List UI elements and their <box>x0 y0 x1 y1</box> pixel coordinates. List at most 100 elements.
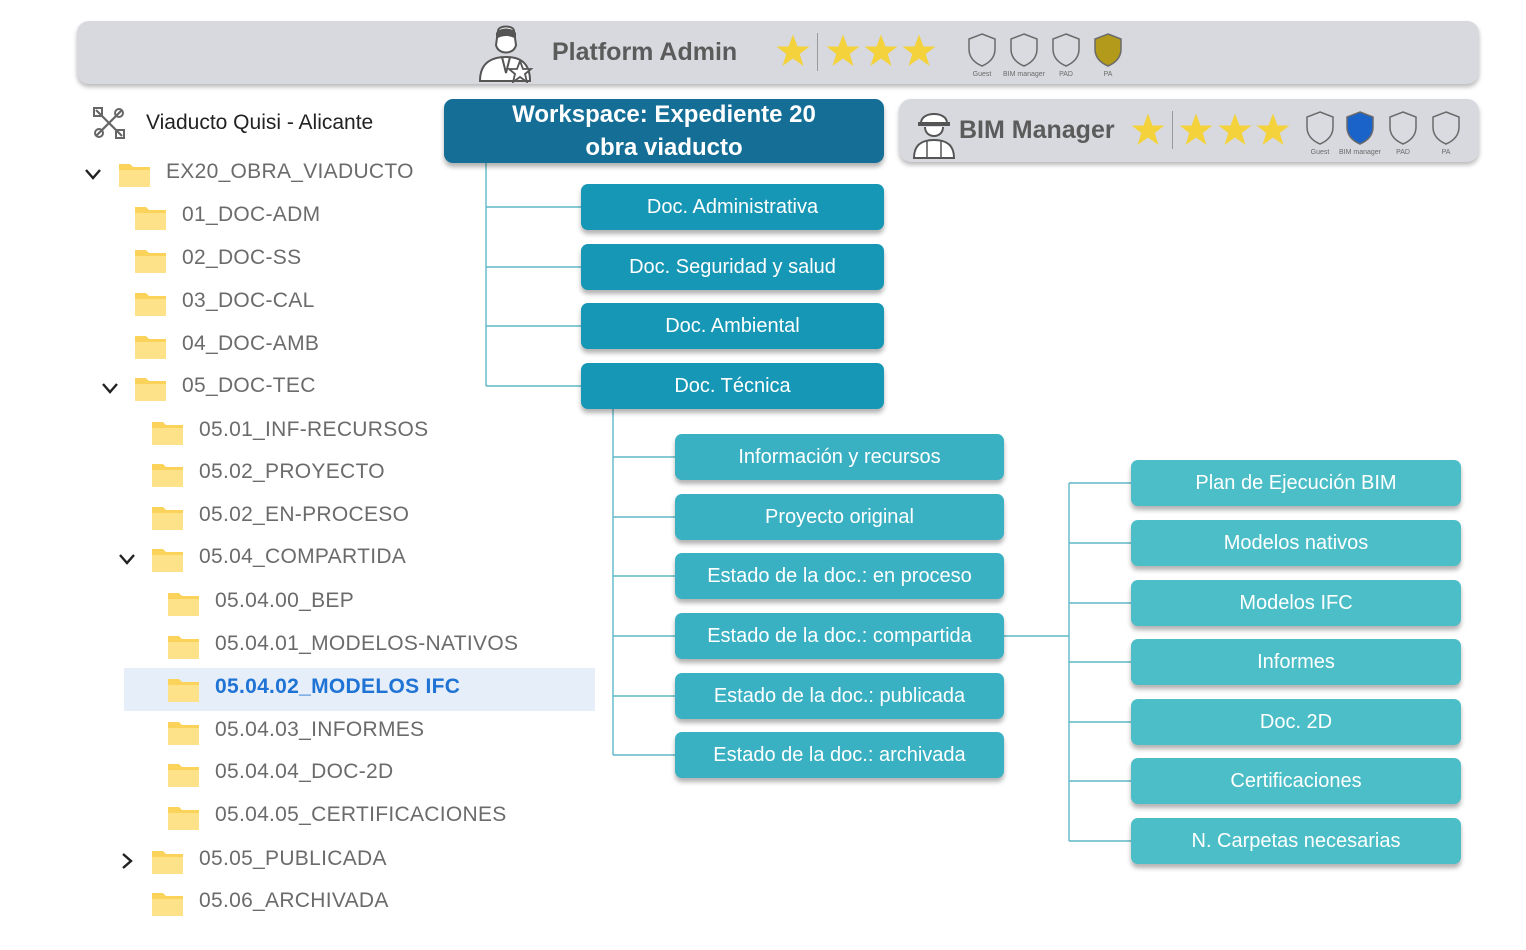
level3-box: Plan de Ejecución BIM <box>1131 460 1461 506</box>
shield-label: BIM manager <box>1338 149 1382 156</box>
folder-icon <box>135 207 166 230</box>
level1-label: Doc. Ambiental <box>665 314 800 337</box>
level1-box: Doc. Administrativa <box>581 184 884 230</box>
level2-label: Estado de la doc.: archivada <box>713 743 966 766</box>
star-separator <box>1172 111 1173 149</box>
level3-box: Doc. 2D <box>1131 699 1461 745</box>
folder-icon <box>152 464 183 487</box>
platform-admin-title: Platform Admin <box>552 38 738 66</box>
folder-icon <box>168 807 199 830</box>
tree-folder-row[interactable]: 05.02_PROYECTO <box>0 454 600 494</box>
level3-box: Certificaciones <box>1131 758 1461 804</box>
level1-box: Doc. Ambiental <box>581 303 884 349</box>
folder-icon <box>152 422 183 445</box>
level3-box: Informes <box>1131 639 1461 685</box>
tree-folder-row[interactable]: 05_DOC-TEC <box>0 368 600 408</box>
admin-person-icon <box>478 25 534 83</box>
tree-folder-label: 05.04.01_MODELOS-NATIVOS <box>215 632 519 655</box>
bim-manager-banner: BIM Manager Guest BIM manager PAD PA <box>899 99 1479 162</box>
tree-folder-label: 05.02_EN-PROCESO <box>199 503 410 526</box>
workspace-box: Workspace: Expediente 20 obra viaducto <box>444 99 884 163</box>
shield-icon-bim-manager <box>1346 111 1374 145</box>
tree-folder-row[interactable]: 05.04.03_INFORMES <box>0 712 600 752</box>
tree-folder-row[interactable]: 05.04.00_BEP <box>0 583 600 623</box>
tree-folder-label: 05.04.02_MODELOS IFC <box>215 675 461 698</box>
folder-icon <box>152 507 183 530</box>
shield-label: Guest <box>1310 149 1330 156</box>
tree-folder-row[interactable]: 02_DOC-SS <box>0 240 600 280</box>
tree-folder-row[interactable]: 05.04.02_MODELOS IFC <box>0 669 600 709</box>
shield-icon-bim-manager <box>1010 33 1038 67</box>
folder-icon <box>168 593 199 616</box>
shield-label: PAD <box>1396 149 1410 156</box>
level1-label: Doc. Seguridad y salud <box>629 255 836 278</box>
folder-icon <box>119 164 150 187</box>
star-icon <box>1256 113 1290 145</box>
folder-icon <box>168 679 199 702</box>
star-icon <box>1131 113 1165 145</box>
project-tools-icon <box>93 107 125 139</box>
tree-folder-label: 01_DOC-ADM <box>182 203 321 226</box>
tree-folder-row[interactable]: 05.01_INF-RECURSOS <box>0 412 600 452</box>
folder-icon <box>152 893 183 916</box>
chevron-down-icon[interactable] <box>118 551 136 567</box>
platform-admin-banner: Platform Admin Guest BIM manager PAD PA <box>77 21 1479 84</box>
level2-label: Información y recursos <box>738 445 941 468</box>
shield-icon-pad <box>1389 111 1417 145</box>
tree-folder-row[interactable]: 01_DOC-ADM <box>0 197 600 237</box>
level3-box: Modelos nativos <box>1131 520 1461 566</box>
folder-icon <box>135 336 166 359</box>
folder-icon <box>168 722 199 745</box>
shield-label: PAD <box>1059 71 1073 78</box>
folder-icon <box>135 293 166 316</box>
folder-icon <box>168 764 199 787</box>
star-icon <box>1179 113 1213 145</box>
level2-box: Estado de la doc.: en proceso <box>675 553 1004 599</box>
tree-folder-row[interactable]: 05.04.04_DOC-2D <box>0 754 600 794</box>
tree-folder-label: 05.02_PROYECTO <box>199 460 385 483</box>
level3-label: Doc. 2D <box>1259 710 1333 733</box>
star-separator <box>817 33 818 71</box>
shield-label: Guest <box>972 71 992 78</box>
level3-box: Modelos IFC <box>1131 580 1461 626</box>
tree-folder-label: 05.05_PUBLICADA <box>199 847 387 870</box>
shield-label: PA <box>1103 71 1113 78</box>
tree-folder-row[interactable]: 05.04.05_CERTIFICACIONES <box>0 797 600 837</box>
worker-helmet-icon <box>912 113 956 159</box>
tree-folder-row[interactable]: 05.06_ARCHIVADA <box>0 883 600 923</box>
chevron-right-icon[interactable] <box>118 853 136 869</box>
level2-label: Proyecto original <box>765 505 914 528</box>
tree-folder-label: 05.04_COMPARTIDA <box>199 545 407 568</box>
shield-label: PA <box>1441 149 1451 156</box>
tree-folder-label: 05.04.05_CERTIFICACIONES <box>215 803 507 826</box>
shield-icon-pa <box>1094 33 1122 67</box>
tree-folder-label: EX20_OBRA_VIADUCTO <box>166 160 414 183</box>
tree-folder-label: 02_DOC-SS <box>182 246 302 269</box>
level3-label: Informes <box>1257 650 1335 673</box>
level2-box: Estado de la doc.: archivada <box>675 732 1004 778</box>
level2-box: Estado de la doc.: publicada <box>675 673 1004 719</box>
level3-label: Modelos nativos <box>1223 531 1369 554</box>
tree-folder-row[interactable]: 04_DOC-AMB <box>0 326 600 366</box>
level2-box: Estado de la doc.: compartida <box>675 613 1004 659</box>
chevron-down-icon[interactable] <box>84 166 102 182</box>
chevron-down-icon[interactable] <box>101 380 119 396</box>
star-icon <box>776 34 810 66</box>
shield-icon-guest <box>968 33 996 67</box>
tree-folder-row[interactable]: 05.04_COMPARTIDA <box>0 539 600 579</box>
tree-folder-label: 05.04.00_BEP <box>215 589 355 612</box>
shield-icon-guest <box>1306 111 1334 145</box>
tree-folder-row[interactable]: 05.05_PUBLICADA <box>0 841 600 881</box>
tree-folder-label: 05.04.04_DOC-2D <box>215 760 394 783</box>
tree-folder-label: 05.04.03_INFORMES <box>215 718 425 741</box>
tree-folder-row[interactable]: 05.02_EN-PROCESO <box>0 497 600 537</box>
tree-folder-row[interactable]: 03_DOC-CAL <box>0 283 600 323</box>
tree-folder-row[interactable]: 05.04.01_MODELOS-NATIVOS <box>0 626 600 666</box>
level3-label: Plan de Ejecución BIM <box>1195 471 1397 494</box>
tree-folder-label: 05_DOC-TEC <box>182 374 316 397</box>
tree-folder-row[interactable]: EX20_OBRA_VIADUCTO <box>0 154 600 194</box>
tree-folder-label: 04_DOC-AMB <box>182 332 320 355</box>
star-icon <box>902 34 936 66</box>
shield-label: BIM manager <box>1002 71 1046 78</box>
